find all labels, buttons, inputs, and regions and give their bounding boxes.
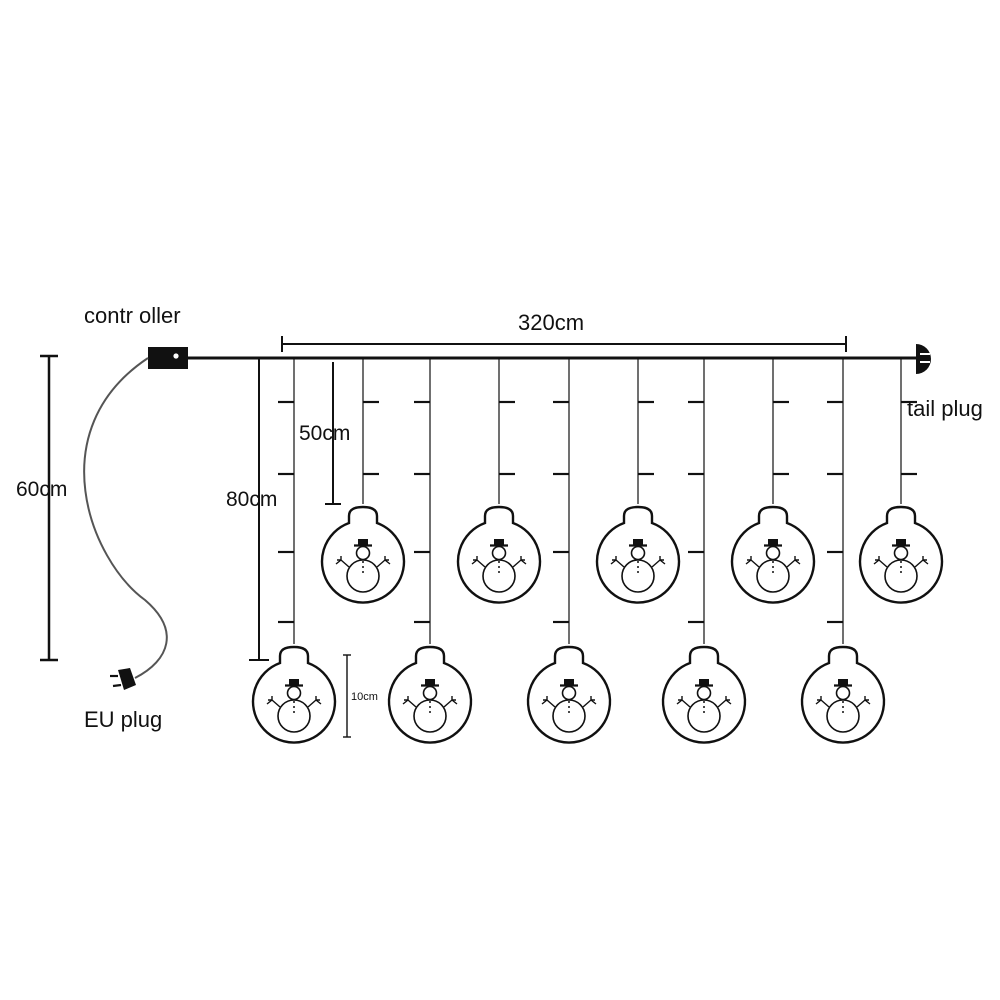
snowman-ornament-icon [800, 645, 886, 744]
snowman-ornament-icon [595, 505, 681, 604]
snowman-ornament-icon [730, 505, 816, 604]
power-wire [83, 357, 168, 679]
led-marks [278, 400, 917, 624]
eu-plug-label: EU plug [84, 707, 162, 732]
tail-plug-label: tail plug [907, 396, 983, 421]
snowman-ornament-icon [456, 505, 542, 604]
lower-drop-wires [293, 358, 844, 644]
short-drop-dimension-line [325, 362, 341, 505]
upper-drop-wires [362, 358, 902, 504]
upper-ornament-row [320, 505, 944, 604]
eu-plug-icon [110, 668, 136, 690]
ball-size-dimension-line [343, 654, 351, 738]
tail-plug-icon [916, 344, 931, 374]
width-label: 320cm [518, 310, 584, 335]
long-drop-dimension-line [249, 358, 269, 661]
cable-length-label: 60cm [16, 478, 67, 501]
ball-size-label: 10cm [351, 691, 378, 703]
snowman-ornament-icon [251, 645, 337, 744]
width-dimension-line [281, 336, 847, 352]
long-drop-label: 80cm [226, 488, 277, 511]
snowman-ornament-icon [387, 645, 473, 744]
snowman-ornament-icon [858, 505, 944, 604]
controller-label: contr oller [84, 303, 181, 328]
cable-dimension-line [40, 354, 58, 662]
short-drop-label: 50cm [299, 422, 350, 445]
snowman-ornament-icon [526, 645, 612, 744]
controller-box [148, 347, 188, 369]
snowman-ornament-icon [661, 645, 747, 744]
snowman-ornament-icon [320, 505, 406, 604]
